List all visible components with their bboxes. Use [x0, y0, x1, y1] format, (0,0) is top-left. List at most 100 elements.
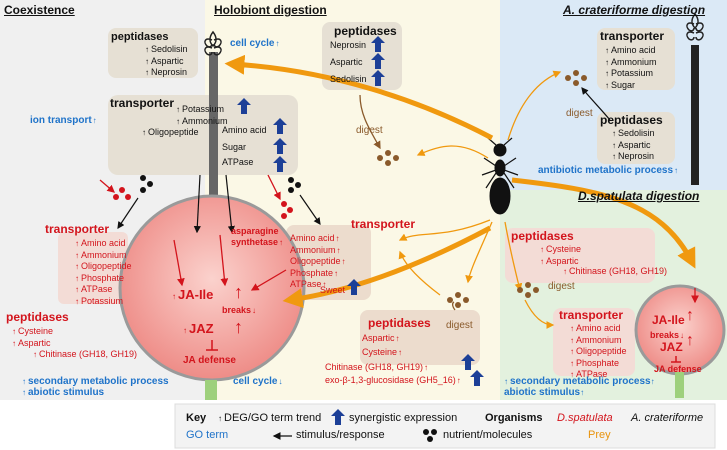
jaz-label: JAZ: [183, 322, 214, 336]
holo-tr-oligopeptide: Oligopeptide: [142, 127, 199, 137]
key-organisms: Organisms: [485, 412, 543, 424]
acrat-title: A. crateriforme digestion: [563, 3, 706, 17]
dspat-peptidases-list: Cysteine Aspartic: [540, 244, 581, 267]
left-peptidases-list: Cysteine Aspartic: [12, 326, 53, 349]
holo-pep-sedolisin: Sedolisin: [330, 74, 367, 84]
acrat-pep-item: Sedolisin: [612, 128, 655, 140]
coex-peptidases-list: Sedolisin Aspartic Neprosin: [145, 44, 188, 79]
dspat-ja-ile-label: JA-Ile: [652, 313, 685, 327]
nutrient-dots-acrat: [565, 70, 587, 86]
key-nutrient-dots: [423, 429, 437, 442]
left-peptidases-title: peptidases: [6, 310, 69, 324]
left-tr-item: Oligopeptide: [75, 261, 132, 273]
key-deg: DEG/GO term trend: [218, 412, 321, 425]
holo-transporter-left-list: Potassium Ammonium: [176, 104, 228, 127]
left-pep-item: Cysteine: [12, 326, 53, 338]
prey-arrow-to-circle: [282, 225, 492, 309]
arrow-red-left-1: [99, 179, 115, 193]
inhibition-bar-small: [671, 356, 681, 363]
inhibition-bar-big: [206, 340, 218, 351]
holo-transporter-title: transporter: [110, 96, 175, 110]
arrow-holo-digest: [359, 94, 381, 150]
center-transporter-title: transporter: [351, 217, 416, 231]
ion-transport-label: ion transport: [30, 115, 97, 127]
arrow-red-transporter-to-ja: [250, 269, 287, 291]
center-tr-item: Amino acid: [290, 233, 346, 245]
acrat-digest-label: digest: [566, 108, 593, 119]
coexistence-title: Coexistence: [4, 3, 75, 17]
key-synergistic: synergistic expression: [349, 412, 458, 424]
dspat-transporter-title: transporter: [559, 308, 624, 322]
left-pep-chitinase: Chitinase (GH18, GH19): [33, 349, 137, 359]
digest-bottom-label: digest: [446, 320, 473, 331]
key-nutrient: nutrient/molecules: [443, 429, 533, 441]
left-tr-item: ATPase: [75, 284, 132, 296]
coex-pep-item: Sedolisin: [145, 44, 188, 56]
asparagine-label: asparagine: [231, 226, 279, 236]
arrow-red-ja-1: [173, 239, 185, 287]
cell-cycle-down-label: cell cycle: [233, 376, 282, 388]
acrat-tr-item: Potassium: [605, 68, 657, 80]
key-panel: [174, 403, 716, 449]
dspat-chitinase: Chitinase (GH18, GH19): [563, 266, 667, 276]
plant-inflorescence: [204, 30, 222, 56]
dspat-tr-item: ATPase: [570, 369, 627, 381]
bottom-pep-cysteine: Cysteine: [362, 347, 402, 357]
abiotic-stimulus-left: abiotic stimulus: [22, 387, 104, 399]
prey-arrow-dspat-nutrient: [504, 221, 523, 292]
acrat-pep-item: Aspartic: [612, 140, 655, 152]
center-tr-item: Phosphate: [290, 268, 346, 280]
key-go-term: GO term: [186, 429, 229, 441]
nutrient-dots-bottom: [447, 292, 469, 308]
cell-cycle-up-label: cell cycle: [230, 38, 279, 50]
arrow-red-center-1: [267, 174, 281, 201]
acrat-tr-item: Sugar: [605, 80, 657, 92]
dspat-ja-defense-label: JA defense: [654, 364, 702, 374]
holo-pep-aspartic: Aspartic: [330, 57, 363, 67]
holo-pep-neprosin: Neprosin: [330, 40, 367, 50]
nutrient-dots-dspat: [517, 282, 539, 298]
dspat-tr-item: Ammonium: [570, 335, 627, 347]
bottom-chitinase: Chitinase (GH18, GH19): [325, 362, 428, 372]
dspat-tr-item: Amino acid: [570, 323, 627, 335]
coex-pep-item: Neprosin: [145, 67, 188, 79]
arrow-dots-to-center-transporter: [299, 194, 321, 225]
dspat-pep-item: Cysteine: [540, 244, 581, 256]
holo-tr-amino: Amino acid: [222, 125, 267, 135]
center-tr-sweet: Sweet: [320, 285, 346, 295]
left-tr-item: Potassium: [75, 296, 132, 308]
prey-arrow-bottom-nutrient: [465, 221, 493, 284]
holo-peptidases-box: [322, 22, 402, 90]
nutrient-dots-center-red: [281, 201, 293, 219]
acrat-antibiotic-label: antibiotic metabolic process: [538, 165, 678, 177]
left-tr-item: Phosphate: [75, 273, 132, 285]
center-tr-item: ATPase: [290, 279, 346, 291]
left-tr-item: Amino acid: [75, 238, 132, 250]
dspat-peptidases-title: peptidases: [511, 229, 574, 243]
dspat-secondary-label: secondary metabolic process: [504, 376, 657, 388]
nutrient-dots-left-black: [140, 175, 153, 193]
acrat-pep-item: Neprosin: [612, 151, 655, 163]
digest-top-label: digest: [356, 125, 383, 136]
key-acrateriforme: A. crateriforme: [631, 412, 704, 424]
dspat-jaz-label: JAZ: [660, 340, 683, 354]
acrat-peptidases-list: Sedolisin Aspartic Neprosin: [612, 128, 655, 163]
left-transporter-list: Amino acid Ammonium Oligopeptide Phospha…: [75, 238, 132, 307]
arrow-transporter-down-1: [193, 174, 201, 234]
dspat-title: D.spatulata digestion: [578, 189, 700, 203]
acrat-tr-item: Amino acid: [605, 45, 657, 57]
coex-pep-item: Aspartic: [145, 56, 188, 68]
dspat-breaks-label: breaks: [650, 330, 684, 340]
key-stimulus: stimulus/response: [296, 429, 385, 441]
ant-icon: [481, 137, 519, 215]
arrow-red-ja-2: [219, 234, 229, 287]
dspat-transporter-list: Amino acid Ammonium Oligopeptide Phospha…: [570, 323, 627, 381]
center-tr-item: Oligopeptide: [290, 256, 346, 268]
key-title: Key: [186, 412, 207, 424]
dspat-abiotic-label: abiotic stimulus: [504, 387, 586, 399]
acrat-stem: [691, 45, 699, 185]
center-transporter-list: Amino acid Ammonium Oligopeptide Phospha…: [290, 233, 346, 291]
dspat-jaz-trend-big: ↑: [686, 332, 694, 349]
dspat-ja-ile-trend-big: ↑: [686, 307, 694, 324]
